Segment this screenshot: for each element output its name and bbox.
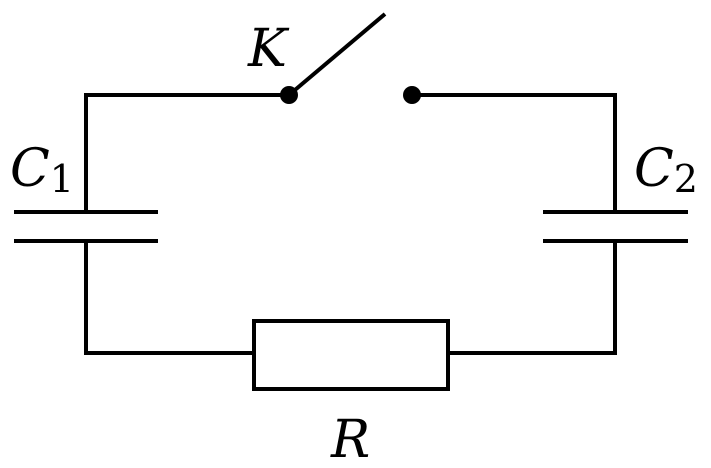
switch-k-terminal-right [403,86,421,104]
capacitor-c2-label-main: C [634,139,674,199]
resistor-r [252,319,450,391]
capacitor-c2-label: C2 [634,139,698,201]
switch-k-terminal-left [280,86,298,104]
switch-k-label: K [247,19,290,79]
capacitor-c1-label: C1 [10,139,74,201]
resistor-r-label: R [330,410,370,468]
capacitor-c1-label-main: C [10,139,50,199]
switch-k-blade [287,12,387,97]
capacitor-c2-label-subscript: 2 [674,157,698,201]
capacitor-c1-label-subscript: 1 [50,157,74,201]
